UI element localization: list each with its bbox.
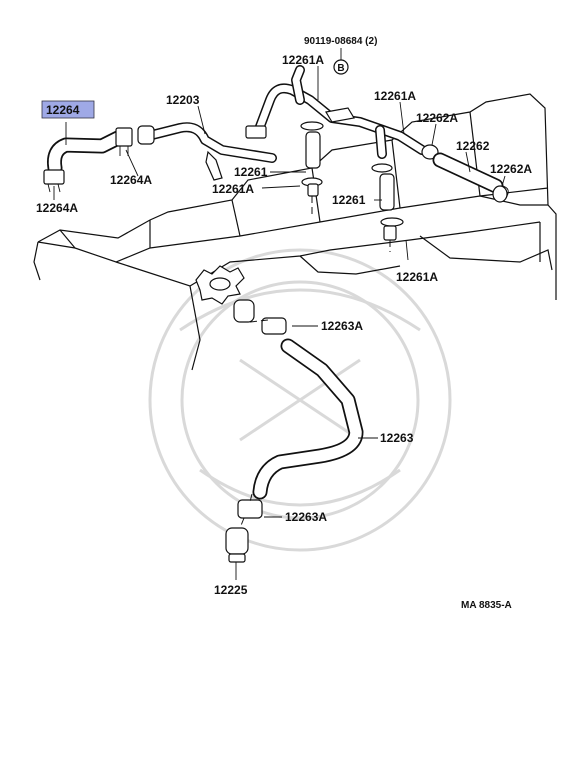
clamp-12264A-left xyxy=(43,169,65,193)
fitting-12225 xyxy=(225,527,249,563)
label-12261A-right: 12261A xyxy=(374,89,416,103)
label-12264: 12264 xyxy=(46,103,80,117)
label-12225: 12225 xyxy=(214,583,248,597)
leader-lines xyxy=(53,48,506,580)
clamp-12263A-bottom xyxy=(237,499,263,519)
label-12263: 12263 xyxy=(380,431,414,445)
label-reference-code: MA 8835-A xyxy=(461,600,512,611)
label-12263A-top: 12263A xyxy=(321,319,363,333)
label-12263A-bottom: 12263A xyxy=(285,510,327,524)
label-12262: 12262 xyxy=(456,139,490,153)
clamp-12264A-mid xyxy=(115,127,133,156)
hose-12264 xyxy=(47,130,126,176)
label-12262A-top: 12262A xyxy=(416,111,458,125)
label-12261A-bottom: 12261A xyxy=(396,270,438,284)
label-12264A-mid: 12264A xyxy=(110,173,152,187)
label-12261A-mid: 12261A xyxy=(212,182,254,196)
highlight-box-12264 xyxy=(41,100,95,119)
union-12261-right xyxy=(379,173,397,241)
label-12264A-left: 12264A xyxy=(36,201,78,215)
union-12261-mid xyxy=(305,131,321,197)
label-12261-mid: 12261 xyxy=(234,165,268,179)
label-12203: 12203 xyxy=(166,93,200,107)
hose-12263 xyxy=(252,338,364,500)
pcv-valve-fitting xyxy=(233,299,287,335)
label-12261A-top: 12261A xyxy=(282,53,324,67)
pipe-bridge-assembly xyxy=(245,65,439,160)
label-90119-08684: 90119-08684 (2) xyxy=(304,36,377,47)
label-12261-right: 12261 xyxy=(332,193,366,207)
bolt-symbol: B xyxy=(333,59,349,75)
hose-12262 xyxy=(432,152,509,203)
pipe-12203 xyxy=(137,122,277,181)
bolt-letter: B xyxy=(337,63,344,74)
label-12262A-right: 12262A xyxy=(490,162,532,176)
engine-head-outline xyxy=(33,93,557,371)
watermark-emblem xyxy=(148,248,452,552)
oil-filler-cap xyxy=(195,265,245,305)
